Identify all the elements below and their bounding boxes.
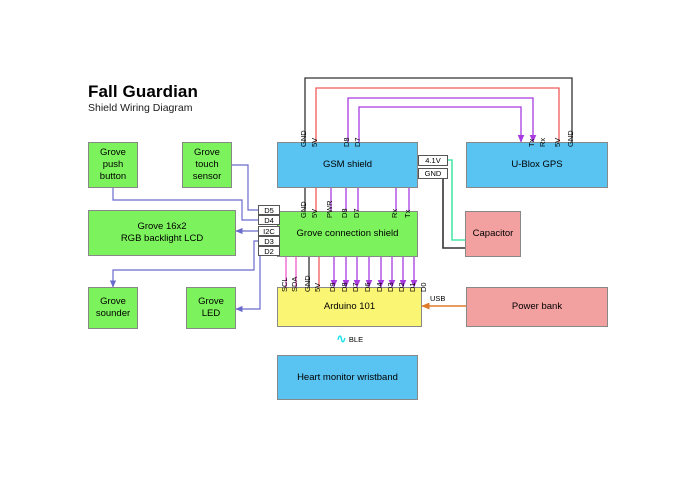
edge-label-gnd: GND [418, 168, 448, 179]
pin-shield-bottom-d9: D9 [328, 282, 337, 292]
node-gsm-shield[interactable]: GSM shield [277, 142, 418, 188]
pin-shield-bottom-sda: SDA [290, 276, 299, 292]
serial-bus [347, 97, 537, 143]
page-title: Fall Guardian [88, 82, 198, 101]
pin-shield-bottom-scl: SCL [280, 277, 289, 292]
pin-shield-bottom-d7: D7 [351, 282, 360, 292]
pin-gsm-bottom-gnd: GND [299, 201, 308, 218]
power-ground-bus [304, 77, 573, 142]
edge-label-usb: USB [428, 294, 448, 303]
gsm-to-shield-bus [304, 180, 413, 213]
node-capacitor[interactable]: Capacitor [465, 211, 521, 257]
pin-gsm-bottom-5v: 5V [310, 208, 319, 218]
pin-gsm-top-gnd: GND [299, 130, 308, 147]
pin-gsm-bottom-tx: Tx [403, 209, 412, 218]
pin-gps-top-tx: Tx [527, 138, 536, 147]
pin-gps-top-5v: 5V [553, 137, 562, 147]
pin-shield-left-i2c: I2C [258, 226, 280, 236]
node-heart-monitor-wristband[interactable]: Heart monitor wristband [277, 355, 418, 400]
node-label: Power bank [511, 301, 563, 312]
pin-shield-left-d2: D2 [258, 246, 280, 256]
pin-shield-bottom-d3: D3 [386, 282, 395, 292]
shield-to-arduino-bus [285, 257, 418, 288]
pin-shield-bottom-5v: 5V [313, 282, 322, 292]
pin-shield-bottom-d1: D1 [408, 282, 417, 292]
pin-gsm-bottom-d8: D8 [340, 208, 349, 218]
bluetooth-icon: ∿ [336, 332, 347, 347]
pin-gsm-top-d8: D8 [342, 137, 351, 147]
pin-shield-bottom-gnd: GND [303, 275, 312, 292]
edge-label-4-1v: 4.1V [418, 155, 448, 166]
pin-shield-left-d3: D3 [258, 236, 280, 246]
pin-shield-bottom-d4: D4 [375, 282, 384, 292]
pin-shield-bottom-d8: D8 [340, 282, 349, 292]
node-label: GSM shield [322, 159, 373, 170]
ble-link: ∿ BLE [336, 333, 363, 346]
pin-gsm-bottom-rx: Rx [390, 208, 399, 218]
pin-shield-bottom-d0: D0 [419, 282, 428, 292]
node-power-bank[interactable]: Power bank [466, 287, 608, 327]
node-label: Arduino 101 [323, 301, 376, 312]
ble-label: BLE [348, 335, 364, 344]
page-subtitle: Shield Wiring Diagram [88, 102, 193, 114]
node-label: U-Blox GPS [511, 159, 563, 170]
pin-shield-left-d5: D5 [258, 205, 280, 215]
pin-gps-top-rx: Rx [538, 137, 547, 147]
pin-gsm-bottom-pwr: PWR [325, 200, 334, 219]
pin-shield-left-d4: D4 [258, 215, 280, 225]
pin-gsm-bottom-d7: D7 [352, 208, 361, 218]
node-label: Capacitor [472, 228, 514, 239]
pin-shield-bottom-d6: D6 [363, 282, 372, 292]
node-label: Grove connection shield [296, 228, 399, 239]
pin-shield-bottom-d2: D2 [397, 282, 406, 292]
node-arduino-101[interactable]: Arduino 101 [277, 287, 422, 327]
node-label: Heart monitor wristband [297, 371, 398, 383]
node-ublox-gps[interactable]: U-Blox GPS [466, 142, 608, 188]
pin-gps-top-gnd: GND [566, 130, 575, 147]
pin-gsm-top-5v: 5V [310, 137, 319, 147]
pin-gsm-top-d7: D7 [353, 137, 362, 147]
